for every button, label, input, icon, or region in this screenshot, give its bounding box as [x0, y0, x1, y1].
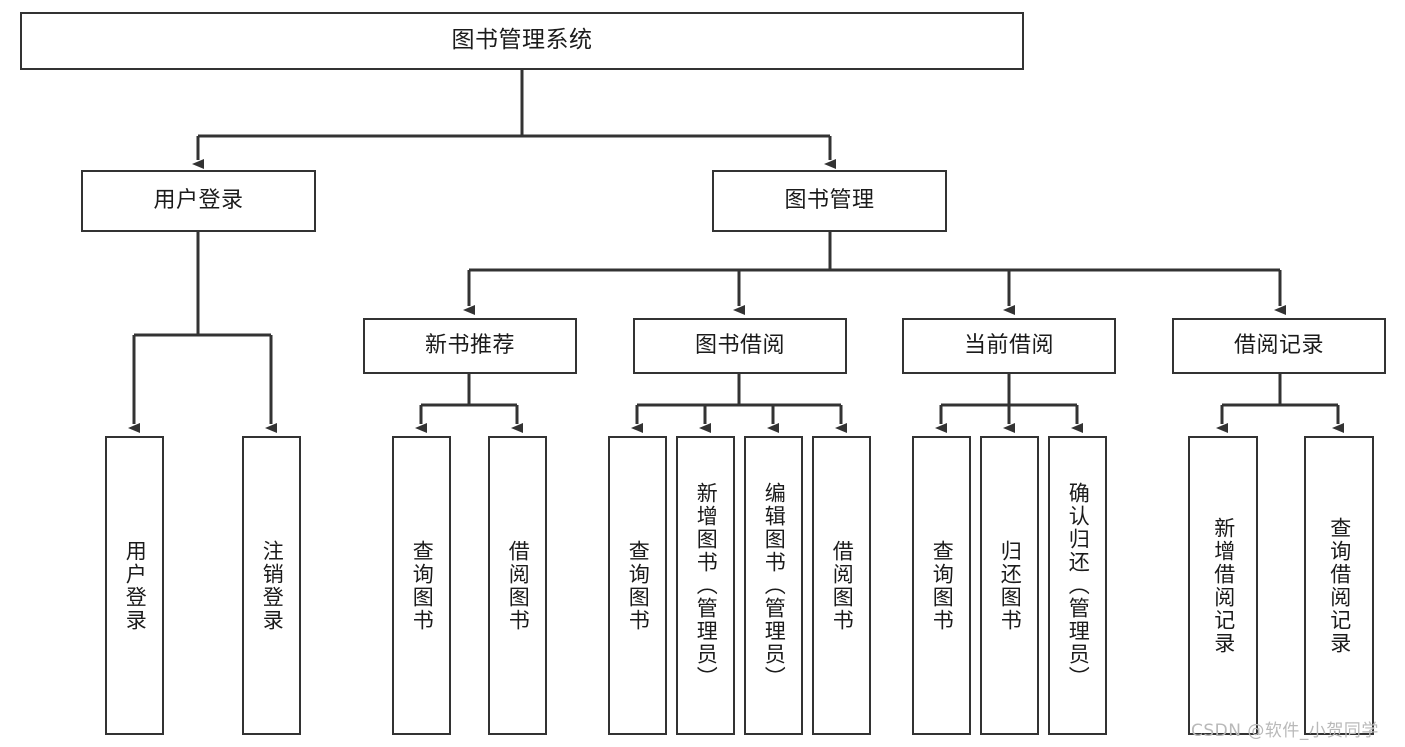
leaf-current-confirm-return[interactable]: 确认归还（管理员）: [1048, 436, 1107, 735]
leaf-records-add-label: 新增借阅记录: [1211, 516, 1236, 655]
leaf-current-confirm-return-label: 确认归还（管理员）: [1066, 482, 1091, 689]
node-current-borrow-label: 当前借阅: [963, 333, 1054, 359]
leaf-borrow-borrow-book[interactable]: 借阅图书: [812, 436, 871, 735]
leaf-records-query[interactable]: 查询借阅记录: [1304, 436, 1374, 735]
node-book-borrow[interactable]: 图书借阅: [633, 318, 847, 374]
leaf-borrow-add-book-label: 新增图书（管理员）: [694, 482, 719, 689]
leaf-current-return[interactable]: 归还图书: [980, 436, 1039, 735]
leaf-current-query-label: 查询图书: [930, 539, 955, 632]
node-borrow-records-label: 借阅记录: [1233, 333, 1324, 359]
node-user-login-label: 用户登录: [153, 188, 244, 214]
leaf-records-add[interactable]: 新增借阅记录: [1188, 436, 1258, 735]
node-root-label: 图书管理系统: [451, 27, 593, 54]
leaf-new-books-query[interactable]: 查询图书: [392, 436, 451, 735]
node-book-borrow-label: 图书借阅: [694, 333, 785, 359]
leaf-current-query[interactable]: 查询图书: [912, 436, 971, 735]
leaf-current-return-label: 归还图书: [998, 539, 1023, 632]
leaf-new-books-borrow[interactable]: 借阅图书: [488, 436, 547, 735]
leaf-borrow-query[interactable]: 查询图书: [608, 436, 667, 735]
leaf-user-login[interactable]: 用户登录: [105, 436, 164, 735]
leaf-logout[interactable]: 注销登录: [242, 436, 301, 735]
node-user-login[interactable]: 用户登录: [81, 170, 316, 232]
leaf-borrow-query-label: 查询图书: [626, 539, 651, 632]
leaf-records-query-label: 查询借阅记录: [1327, 516, 1352, 655]
node-new-book-recommend[interactable]: 新书推荐: [363, 318, 577, 374]
node-root[interactable]: 图书管理系统: [20, 12, 1024, 70]
leaf-new-books-borrow-label: 借阅图书: [506, 539, 531, 632]
csdn-watermark: CSDN @软件_小贺同学: [1191, 721, 1379, 741]
node-book-management[interactable]: 图书管理: [712, 170, 947, 232]
node-book-management-label: 图书管理: [784, 188, 875, 214]
node-borrow-records[interactable]: 借阅记录: [1172, 318, 1386, 374]
node-current-borrow[interactable]: 当前借阅: [902, 318, 1116, 374]
leaf-new-books-query-label: 查询图书: [410, 539, 435, 632]
leaf-borrow-add-book[interactable]: 新增图书（管理员）: [676, 436, 735, 735]
leaf-borrow-borrow-book-label: 借阅图书: [830, 539, 855, 632]
node-new-book-recommend-label: 新书推荐: [424, 333, 515, 359]
leaf-borrow-edit-book[interactable]: 编辑图书（管理员）: [744, 436, 803, 735]
leaf-borrow-edit-book-label: 编辑图书（管理员）: [762, 482, 787, 689]
leaf-logout-label: 注销登录: [260, 539, 285, 632]
leaf-user-login-label: 用户登录: [123, 539, 148, 632]
